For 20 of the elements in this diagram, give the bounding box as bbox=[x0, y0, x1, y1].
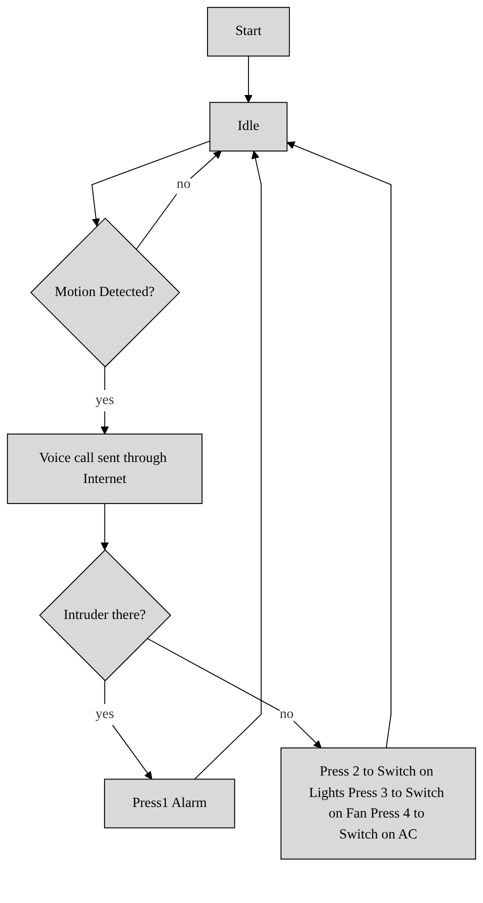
arrow bbox=[146, 638, 322, 748]
arrow bbox=[104, 680, 152, 780]
edge-label: yes bbox=[95, 392, 114, 408]
arrow bbox=[286, 141, 392, 748]
node-box: Press1 Alarm bbox=[104, 778, 236, 828]
arrow bbox=[136, 150, 222, 250]
node-box: Press 2 to Switch on Lights Press 3 to Switch on Fan Press 4 to Switch on AC bbox=[280, 747, 476, 860]
node-box: Idle bbox=[209, 102, 288, 152]
edge-label: no bbox=[280, 706, 294, 722]
arrow bbox=[91, 140, 210, 226]
node-box: Voice call sent through Internet bbox=[6, 434, 202, 504]
arrow bbox=[100, 503, 109, 550]
edge-label: no bbox=[176, 176, 191, 192]
node-box: Start bbox=[207, 6, 290, 57]
arrow bbox=[194, 150, 262, 780]
arrow bbox=[244, 56, 253, 103]
node-diamond: Intruder there? bbox=[39, 549, 172, 682]
edge-label: yes bbox=[95, 706, 114, 722]
node-diamond: Motion Detected? bbox=[30, 218, 180, 368]
arrow bbox=[100, 366, 109, 434]
